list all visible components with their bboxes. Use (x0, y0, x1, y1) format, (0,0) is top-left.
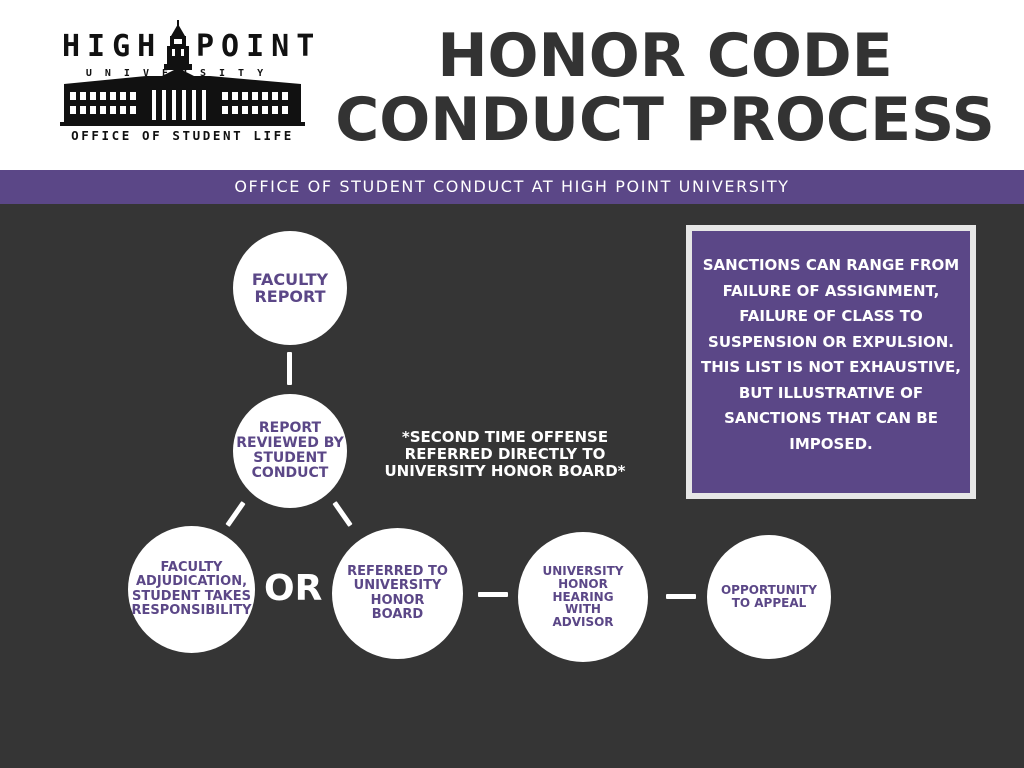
node-faculty-report: FACULTY REPORT (233, 231, 347, 345)
node-faculty-report-label: FACULTY REPORT (251, 269, 329, 306)
title-line-2: CONDUCT PROCESS (335, 85, 995, 155)
sanctions-box: SANCTIONS CAN RANGE FROM FAILURE OF ASSI… (686, 225, 976, 499)
logo-word-right: POINT (196, 29, 322, 64)
node-referred-board-label: REFERRED TO UNIVERSITY HONOR BOARD (347, 564, 448, 622)
connector-report-to-review (287, 352, 292, 385)
building-icon (60, 20, 305, 126)
logo-university: UNIVERSITY (85, 68, 277, 79)
university-logo: HIGH POINT UNIVERSITY OFFICE OF STUDENT … (60, 18, 314, 153)
node-report-reviewed: REPORT REVIEWED BY STUDENT CONDUCT (233, 394, 347, 508)
connector-hearing-to-appeal (666, 594, 696, 599)
node-honor-hearing: UNIVERSITY HONOR HEARING WITH ADVISOR (518, 532, 648, 662)
node-referred-board: REFERRED TO UNIVERSITY HONOR BOARD (332, 528, 463, 659)
page-title: HONOR CODE CONDUCT PROCESS (330, 24, 1000, 152)
logo-word-left: HIGH (62, 29, 163, 64)
title-line-1: HONOR CODE (437, 21, 893, 91)
logo-subtitle: OFFICE OF STUDENT LIFE (71, 128, 294, 143)
node-report-reviewed-label: REPORT REVIEWED BY STUDENT CONDUCT (236, 419, 344, 482)
subtitle-band: OFFICE OF STUDENT CONDUCT AT HIGH POINT … (0, 170, 1024, 204)
sanctions-text: SANCTIONS CAN RANGE FROM FAILURE OF ASSI… (700, 256, 962, 453)
node-appeal: OPPORTUNITY TO APPEAL (707, 535, 831, 659)
header: HIGH POINT UNIVERSITY OFFICE OF STUDENT … (0, 0, 1024, 170)
second-offense-note: *SECOND TIME OFFENSE REFERRED DIRECTLY T… (384, 428, 626, 480)
or-label: OR (264, 568, 323, 609)
node-faculty-adjudication-label: FACULTY ADJUDICATION, STUDENT TAKES RESP… (131, 560, 252, 618)
band-text: OFFICE OF STUDENT CONDUCT AT HIGH POINT … (234, 177, 790, 196)
connector-board-to-hearing (478, 592, 508, 597)
node-faculty-adjudication: FACULTY ADJUDICATION, STUDENT TAKES RESP… (128, 526, 255, 653)
node-appeal-label: OPPORTUNITY TO APPEAL (720, 583, 817, 610)
node-honor-hearing-label: UNIVERSITY HONOR HEARING WITH ADVISOR (542, 563, 624, 630)
